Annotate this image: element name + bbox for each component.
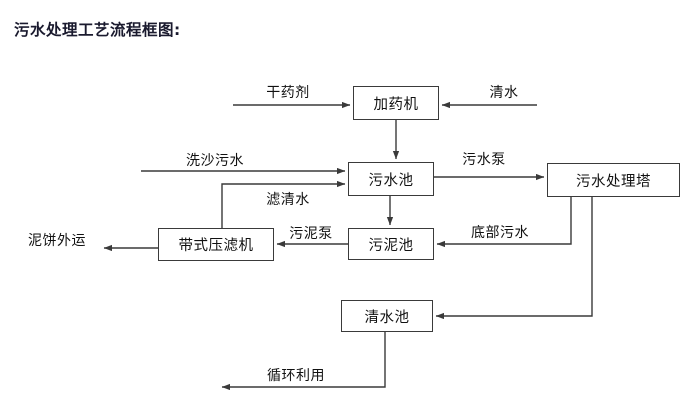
edge-label-sand-wash-wastewater: 洗沙污水 — [186, 153, 244, 169]
edge-filtered-clear-water-to-wastewater-pool — [221, 180, 346, 228]
node-label: 清水池 — [364, 309, 410, 326]
edge-clear-water-pool-to-recycle-reuse — [221, 332, 386, 391]
node-treatment-tower[interactable]: 污水处理塔 — [547, 163, 680, 197]
edge-label-dry-chemical: 干药剂 — [266, 85, 310, 101]
edge-label-mud-cake-transport: 泥饼外运 — [28, 233, 86, 249]
edge-bottom-wastewater-to-sludge-pool — [436, 197, 572, 248]
node-label: 加药机 — [373, 96, 419, 113]
edge-label-clean-water: 清水 — [489, 85, 519, 101]
node-belt-filter-press[interactable]: 带式压滤机 — [158, 228, 274, 261]
page-title: 污水处理工艺流程框图: — [14, 21, 181, 39]
edge-label-recycle-reuse: 循环利用 — [267, 368, 325, 384]
edge-label-bottom-wastewater: 底部污水 — [471, 225, 529, 241]
edge-label-wastewater-pump: 污水泵 — [462, 152, 506, 168]
node-clear-water-pool[interactable]: 清水池 — [341, 300, 433, 332]
node-label: 污泥池 — [368, 237, 414, 254]
node-label: 污水处理塔 — [576, 173, 651, 190]
edge-label-sludge-pump: 污泥泵 — [289, 226, 333, 242]
node-label: 污水池 — [368, 172, 414, 189]
node-dosing-machine[interactable]: 加药机 — [353, 86, 439, 120]
node-label: 带式压滤机 — [178, 238, 254, 254]
node-wastewater-pool[interactable]: 污水池 — [348, 162, 434, 196]
edge-label-filtered-clear-water: 滤清水 — [266, 192, 310, 208]
node-sludge-pool[interactable]: 污泥池 — [348, 228, 434, 260]
edge-treatment-tower-to-clear-water-pool — [435, 197, 593, 320]
